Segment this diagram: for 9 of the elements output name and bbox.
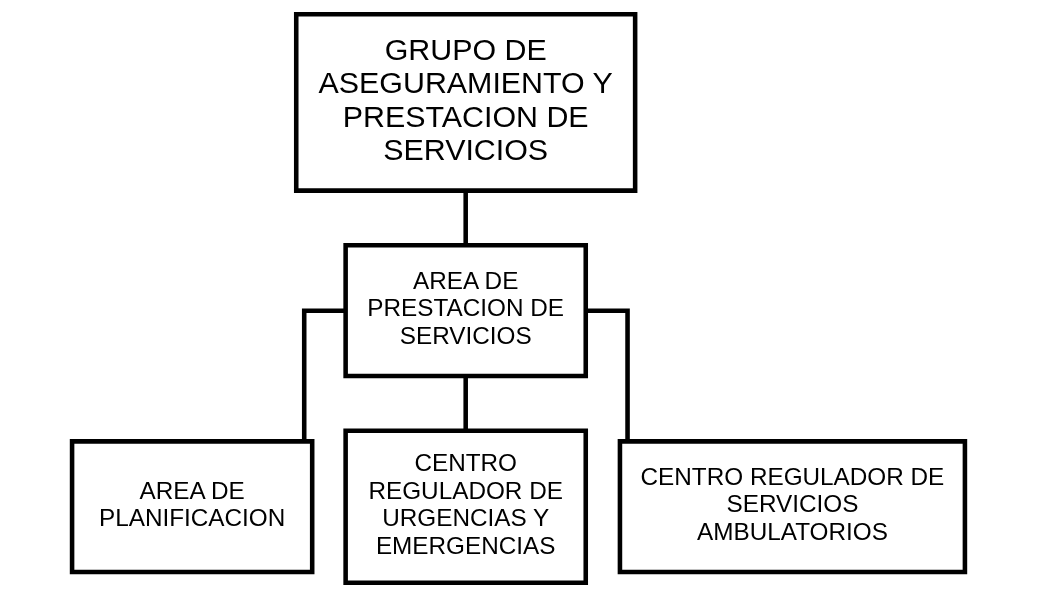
node-box: AREA DE PRESTACION DE SERVICIOS <box>343 243 589 379</box>
node-box: GRUPO DE ASEGURAMIENTO Y PRESTACION DE SERVICIOS <box>293 12 638 193</box>
connector <box>585 308 630 441</box>
node-box: AREA DE PLANIFICACION <box>69 439 315 575</box>
node-box: CENTRO REGULADOR DE URGENCIAS Y EMERGENCIAS <box>343 428 589 585</box>
connector <box>301 308 346 441</box>
connector <box>463 190 468 245</box>
connector <box>463 376 468 431</box>
node-box: CENTRO REGULADOR DE SERVICIOS AMBULATORIOS <box>617 439 968 575</box>
